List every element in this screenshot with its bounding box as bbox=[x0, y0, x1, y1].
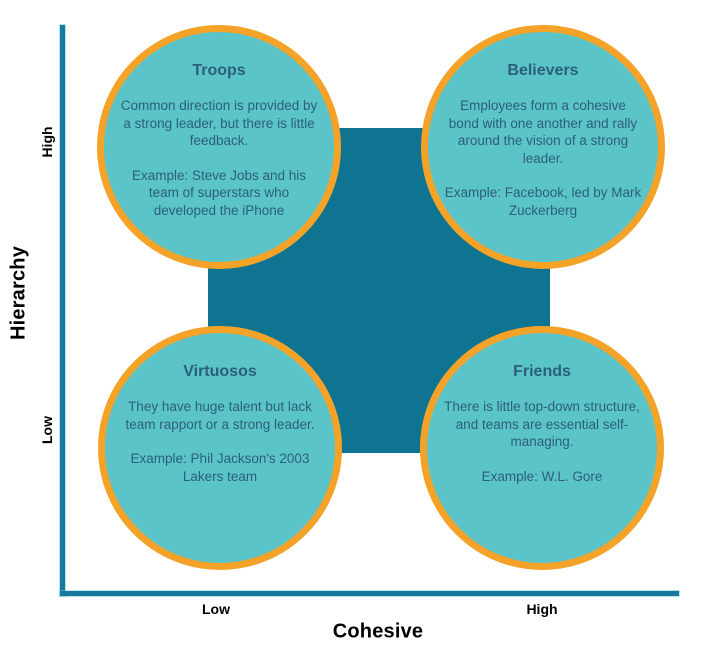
quadrant-description: Employees form a cohesive bond with one … bbox=[448, 98, 638, 166]
quadrant-circle-friends: Friends There is little top-down structu… bbox=[420, 326, 664, 570]
y-axis-tick-low: Low bbox=[39, 416, 55, 444]
x-axis-tick-low: Low bbox=[202, 601, 230, 617]
quadrant-title: Believers bbox=[507, 62, 579, 79]
quadrant-title: Troops bbox=[192, 62, 246, 79]
quadrant-description: Common direction is provided by a strong… bbox=[120, 98, 318, 148]
quadrant-description: They have huge talent but lack team rapp… bbox=[125, 399, 315, 432]
x-axis-line bbox=[60, 591, 679, 596]
quadrant-example: Example: Steve Jobs and his team of supe… bbox=[131, 167, 307, 218]
quadrant-title: Virtuosos bbox=[183, 363, 257, 380]
quadrant-circle-virtuosos: Virtuosos They have huge talent but lack… bbox=[98, 326, 342, 570]
quadrant-circle-troops: Troops Common direction is provided by a… bbox=[97, 25, 341, 269]
quadrant-example: Example: Phil Jackson's 2003 Lakers team bbox=[130, 451, 310, 484]
quadrant-circle-believers: Believers Employees form a cohesive bond… bbox=[421, 25, 665, 269]
x-axis-title: Cohesive bbox=[332, 620, 424, 643]
quadrant-title: Friends bbox=[513, 363, 571, 380]
quadrant-example: Example: W.L. Gore bbox=[481, 468, 603, 484]
x-axis-tick-high: High bbox=[526, 601, 558, 617]
y-axis-title: Hierarchy bbox=[7, 245, 30, 341]
quadrant-example: Example: Facebook, led by Mark Zuckerber… bbox=[444, 185, 642, 218]
quadrant-description: There is little top-down structure, and … bbox=[444, 399, 640, 449]
y-axis-line bbox=[60, 25, 65, 596]
y-axis-tick-high: High bbox=[39, 126, 55, 158]
